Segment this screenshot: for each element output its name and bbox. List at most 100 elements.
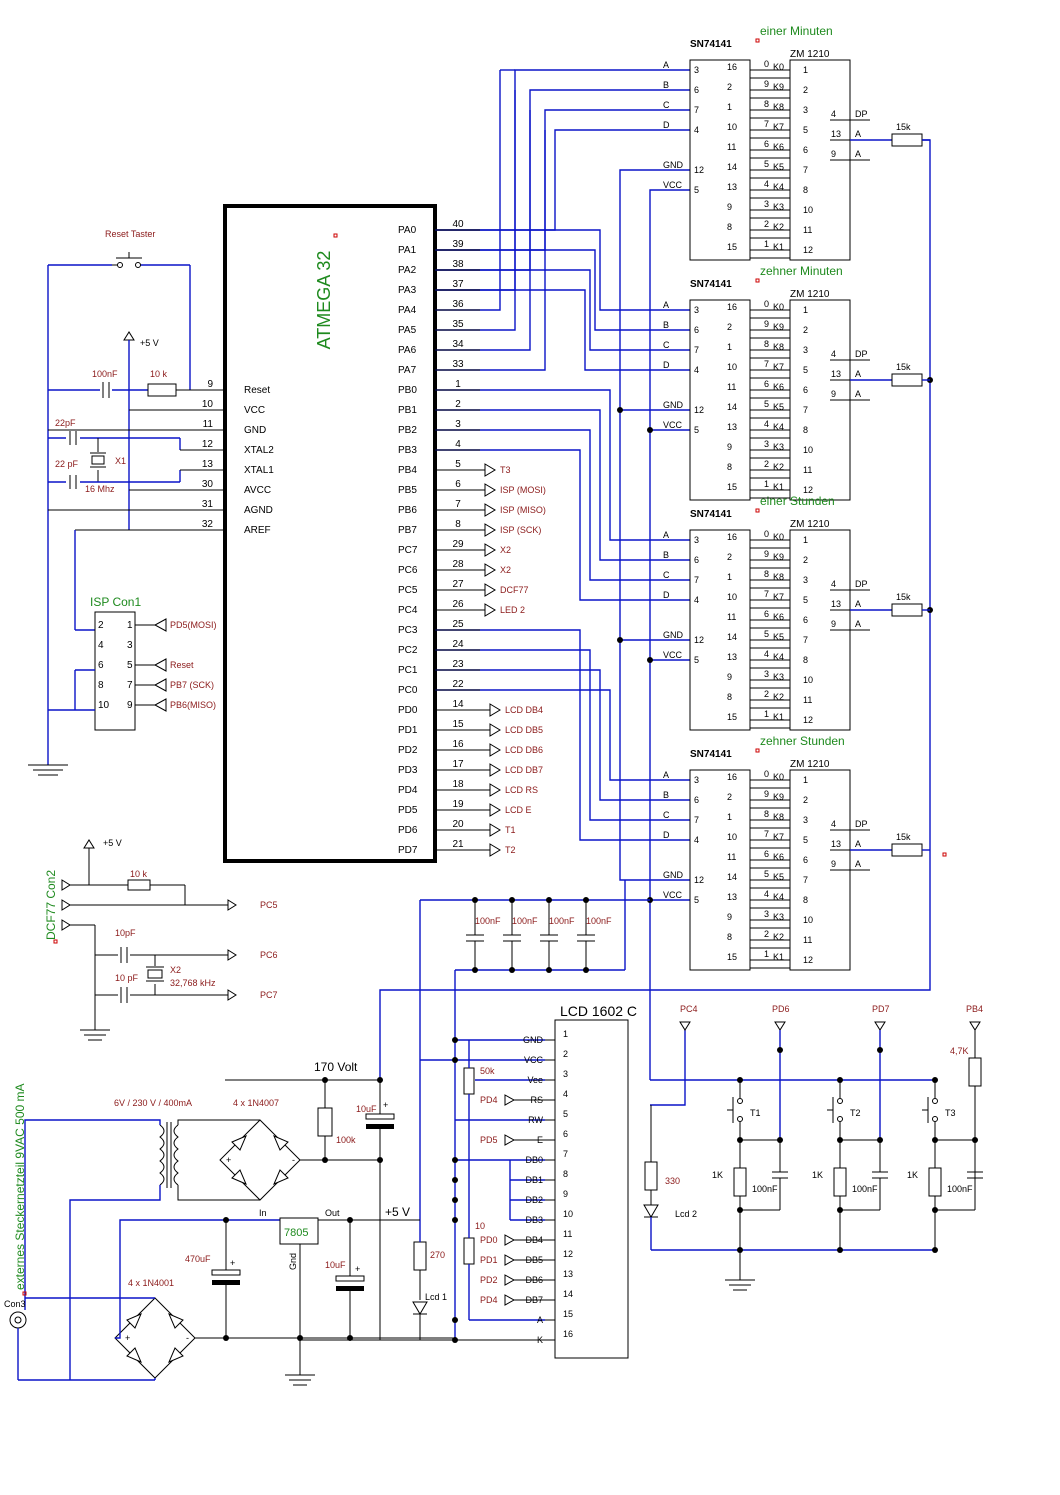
decoder-output-pin: 2 [727, 552, 732, 562]
filter-cap [211, 1269, 241, 1285]
mcu-pin-number: 22 [452, 679, 464, 690]
dcf-title: DCF77 Con2 [44, 870, 58, 940]
decoder-input-label: C [663, 570, 670, 580]
mcu-pin-name: PC6 [398, 565, 418, 576]
trafo-label: 6V / 230 V / 400mA [114, 1098, 192, 1108]
decoder-input-pin: 5 [694, 655, 699, 665]
mcu-pin-number: 15 [452, 719, 464, 730]
decoder-input-pin: 4 [694, 365, 699, 375]
anode-resistor [891, 373, 923, 387]
net-port-arrow [484, 603, 496, 617]
lcd-pin-number: 3 [563, 1069, 568, 1079]
mcu-pin-number: 27 [452, 579, 464, 590]
tube-side-label: A [855, 389, 861, 399]
dcf-vcc-label: +5 V [103, 838, 122, 848]
lcd-pin-number: 8 [563, 1169, 568, 1179]
decoder-chip-label: SN74141 [690, 749, 732, 760]
decoder-output-pin: 10 [727, 362, 737, 372]
isp-pin-number: 4 [98, 640, 104, 651]
mcu-signal-label: DCF77 [500, 585, 529, 595]
tube-pin: 11 [803, 935, 812, 945]
dcf-x-label: X2 [170, 965, 181, 975]
decoder-output-digit: 5 [764, 869, 769, 879]
net-port-arrow [484, 463, 496, 477]
tube-side-pin: 4 [831, 579, 836, 589]
anode-resistor-label: 15k [896, 832, 911, 842]
decoder-output-k: K2 [773, 692, 784, 702]
crystal-x1 [90, 452, 106, 468]
tube-pin: 8 [803, 655, 808, 665]
decoder-input-pin: 6 [694, 555, 699, 565]
mcu-pin-name: PC4 [398, 605, 418, 616]
bridge1-label: 4 x 1N4007 [233, 1098, 279, 1108]
mcu-signal-label: T2 [505, 845, 516, 855]
lcd-pin-signal: DB2 [525, 1195, 543, 1205]
mcu-pin-number: 11 [203, 419, 214, 430]
decoder-output-digit: 0 [764, 59, 769, 69]
tube-side-label: A [855, 619, 861, 629]
decoder-input-pin: 12 [694, 165, 704, 175]
decoder-output-k: K5 [773, 872, 784, 882]
tube-side-pin: 13 [831, 599, 841, 609]
decoder-output-pin: 11 [727, 612, 736, 622]
decoder-output-k: K7 [773, 832, 784, 842]
decoder-output-k: K4 [773, 652, 784, 662]
tube-pin: 7 [803, 165, 808, 175]
btn-pc4-label: PC4 [680, 1004, 698, 1014]
decoder-input-label: C [663, 340, 670, 350]
mcu-pin-name: PC5 [398, 585, 418, 596]
mcu-signal-label: LCD RS [505, 785, 538, 795]
decoder-output-pin: 11 [727, 382, 736, 392]
decoder-output-k: K4 [773, 182, 784, 192]
decoder-output-pin: 16 [727, 772, 737, 782]
led2 [643, 1204, 659, 1218]
decoder-output-digit: 2 [764, 459, 769, 469]
tube-label: ZM 1210 [790, 759, 830, 770]
isp-pin-number: 9 [127, 700, 133, 711]
lcd-pin-number: 12 [563, 1249, 573, 1259]
decoder-output-digit: 1 [764, 709, 769, 719]
crystal-cap-1 [69, 431, 77, 445]
lcd-pin: 5RW [528, 1109, 568, 1125]
lcd-led [412, 1301, 428, 1315]
tube-side-pin: 4 [831, 349, 836, 359]
mcu-pin-number: 38 [452, 259, 464, 270]
anode-resistor-label: 15k [896, 362, 911, 372]
decoder-output-digit: 4 [764, 649, 769, 659]
decoder-input-pin: 3 [694, 775, 699, 785]
mcu-pin-name: PD6 [398, 825, 418, 836]
decoder-output-digit: 3 [764, 439, 769, 449]
mcu-pin-name: XTAL2 [244, 445, 274, 456]
decoder-output-k: K7 [773, 362, 784, 372]
decoder-output-k: K9 [773, 792, 784, 802]
lcd-pin-number: 13 [563, 1269, 573, 1279]
button-res-label: 1K [712, 1170, 723, 1180]
mcu-pin-number: 19 [452, 799, 464, 810]
decoder-input-label: A [663, 300, 669, 310]
decoder-input-pin: 7 [694, 815, 699, 825]
mcu-pin-name: PD0 [398, 705, 418, 716]
tube-pin: 6 [803, 385, 808, 395]
isp-port-arrow [153, 678, 167, 692]
lcd-pin-signal: A [537, 1315, 543, 1325]
mcu-pin-number: 24 [452, 639, 464, 650]
dcf-pc6-label: PC6 [260, 950, 278, 960]
lcd-pin-number: 5 [563, 1109, 568, 1119]
decoder-input-pin: 5 [694, 185, 699, 195]
mcu-pin-number: 40 [452, 219, 464, 230]
net-port-arrow [489, 743, 501, 757]
crystal-cap-2 [69, 475, 77, 489]
v5-label: +5 V [385, 1205, 410, 1219]
reset-label: Reset Taster [105, 229, 155, 239]
lcd-pin-number: 15 [563, 1309, 573, 1319]
decoder-output-k: K9 [773, 552, 784, 562]
mcu-pin-number: 16 [452, 739, 464, 750]
ground-symbol [28, 764, 68, 776]
decoder-output-digit: 9 [764, 549, 769, 559]
hv-cap-plus: + [383, 1100, 388, 1110]
decoder-output-pin: 9 [727, 202, 732, 212]
decoder-output-digit: 7 [764, 359, 769, 369]
